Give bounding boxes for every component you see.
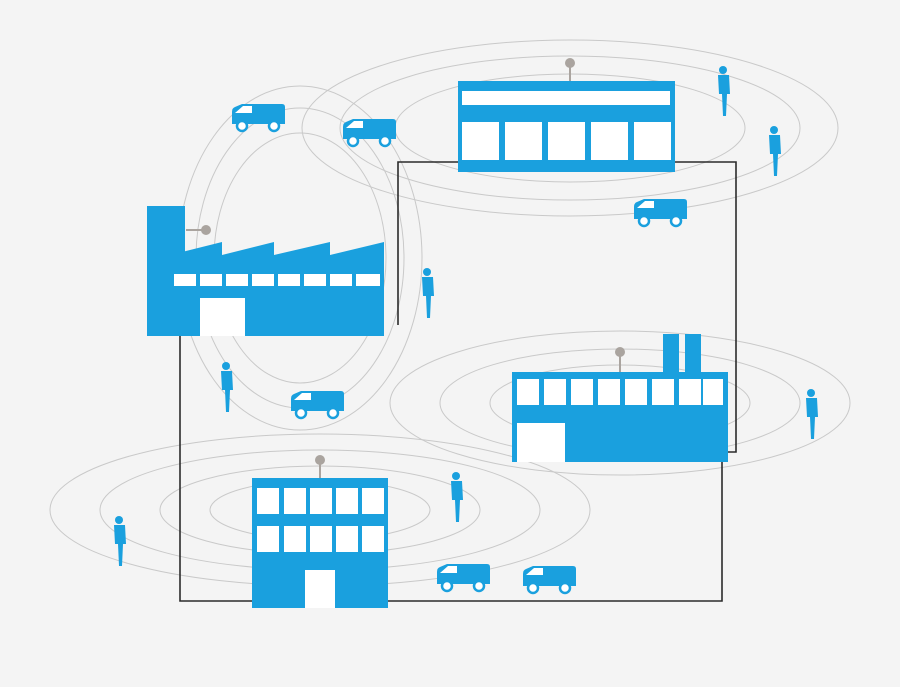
warehouse-icon xyxy=(458,58,675,172)
plant-icon xyxy=(512,334,728,462)
factory-icon xyxy=(147,206,384,336)
office-building-icon xyxy=(252,455,388,608)
antenna-icon xyxy=(201,225,211,235)
network-lines xyxy=(179,161,737,602)
antenna-icon xyxy=(615,347,625,357)
antenna-icon xyxy=(565,58,575,68)
antenna-icon xyxy=(315,455,325,465)
